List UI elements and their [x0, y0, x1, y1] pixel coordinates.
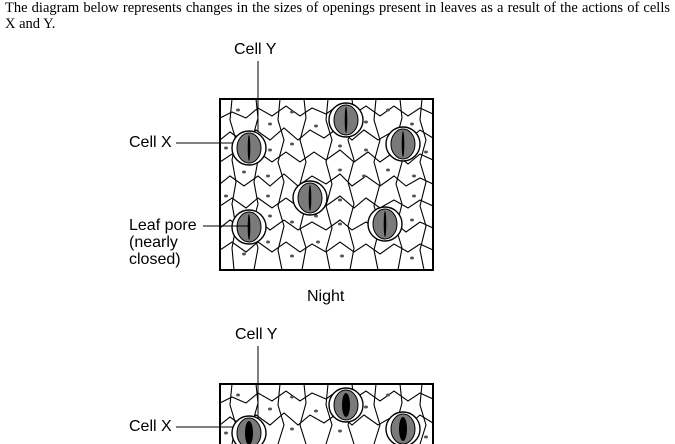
- stoma-day-2: [385, 411, 421, 444]
- stoma-night-3: [385, 126, 421, 162]
- night-panel: [176, 61, 434, 271]
- stoma-day-3: [231, 415, 267, 444]
- night-cell-x-label: Cell X: [129, 134, 172, 151]
- night-cell-y-label: Cell Y: [234, 41, 277, 58]
- night-caption: Night: [307, 288, 345, 305]
- night-leaf-pore-label: Leaf pore (nearly closed): [129, 217, 219, 268]
- day-cell-y-label: Cell Y: [235, 326, 278, 343]
- stoma-night-1: [231, 130, 267, 166]
- night-nuclei: [224, 108, 428, 260]
- night-panel-border: [219, 98, 434, 271]
- day-panel: [176, 346, 434, 444]
- stoma-day-1: [328, 387, 364, 423]
- intro-text: The diagram below represents changes in …: [5, 0, 670, 32]
- stoma-night-2: [328, 102, 364, 138]
- leaf-pore-label-line1: Leaf pore: [129, 217, 197, 234]
- night-stomata: [231, 102, 421, 245]
- day-cell-x-label: Cell X: [129, 418, 172, 435]
- leaf-pore-label-line2: (nearly: [129, 234, 178, 251]
- leaf-pore-label-line3: closed): [129, 251, 181, 268]
- day-panel-border: [219, 383, 434, 444]
- stoma-night-5: [231, 209, 267, 245]
- stoma-night-4: [292, 180, 328, 216]
- day-nuclei: [224, 393, 428, 439]
- stoma-night-6: [367, 206, 403, 242]
- day-stomata: [231, 387, 421, 444]
